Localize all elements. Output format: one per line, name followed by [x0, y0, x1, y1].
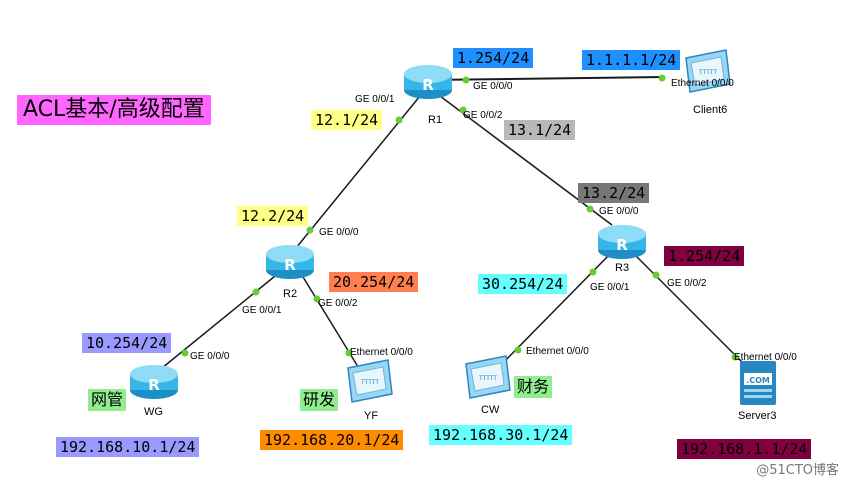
ip-label-yf-net: 192.168.20.1/24	[260, 430, 404, 450]
port-label-r2-ge001: GE 0/0/1	[242, 305, 282, 316]
device-name-r3: R3	[615, 262, 630, 274]
device-name-cw: CW	[481, 404, 500, 416]
ip-label-r1-ge000: 1.254/24	[453, 48, 534, 68]
port-label-client6-eth: Ethernet 0/0/0	[671, 78, 734, 89]
router-icon[interactable]	[130, 365, 178, 399]
device-name-server3: Server3	[738, 410, 777, 422]
port-label-cw-eth: Ethernet 0/0/0	[526, 346, 589, 357]
port-label-r1-ge002: GE 0/0/2	[463, 110, 503, 121]
diagram-title: ACL基本/高级配置	[17, 95, 211, 125]
port-label-yf-eth: Ethernet 0/0/0	[350, 347, 413, 358]
port-dot	[459, 106, 467, 114]
port-dot	[181, 349, 189, 357]
port-label-r3-ge002: GE 0/0/2	[667, 278, 707, 289]
port-dot	[652, 271, 660, 279]
port-label-r3-ge000: GE 0/0/0	[599, 206, 639, 217]
ip-label-wg-net: 192.168.10.1/24	[56, 437, 200, 457]
link-r1-r3	[439, 95, 613, 226]
port-label-wg-ge000: GE 0/0/0	[190, 351, 230, 362]
port-dot	[731, 353, 739, 361]
port-dot	[586, 205, 594, 213]
ip-label-r3-ge002: 1.254/24	[664, 246, 745, 266]
dept-label-yf: 研发	[300, 389, 339, 411]
ip-label-r2-ge002: 20.254/24	[329, 272, 419, 292]
device-name-yf: YF	[364, 410, 379, 422]
watermark: @51CTO博客	[756, 463, 839, 478]
port-dot	[306, 226, 314, 234]
port-dot	[345, 349, 353, 357]
device-name-client6: Client6	[693, 104, 728, 116]
link-r3-server3	[631, 251, 753, 373]
port-dot	[252, 288, 260, 296]
port-label-r3-ge001: GE 0/0/1	[590, 282, 630, 293]
port-label-r1-ge000: GE 0/0/0	[473, 81, 513, 92]
ip-label-server3-net: 192.168.1.1/24	[677, 439, 812, 459]
ip-label-r2-ge000: 12.2/24	[237, 206, 309, 226]
port-dot	[462, 76, 470, 84]
ip-label-r1-ge001: 12.1/24	[311, 110, 383, 130]
ip-label-cw-net: 192.168.30.1/24	[429, 425, 573, 445]
ip-label-r3-ge000: 13.2/24	[578, 183, 650, 203]
device-name-wg: WG	[144, 406, 163, 418]
ip-label-r1-ge002: 13.1/24	[504, 120, 576, 140]
port-dot	[589, 268, 597, 276]
port-label-r1-ge001: GE 0/0/1	[355, 94, 395, 105]
ip-label-r3-ge001: 30.254/24	[478, 274, 568, 294]
device-name-r2: R2	[283, 288, 298, 300]
server-icon[interactable]	[740, 361, 776, 405]
device-name-r1: R1	[428, 114, 443, 126]
router-icon[interactable]	[598, 225, 646, 259]
pc-icon[interactable]	[465, 355, 511, 399]
port-dot	[658, 74, 666, 82]
port-label-server3-eth: Ethernet 0/0/0	[734, 352, 797, 363]
port-dot	[395, 116, 403, 124]
dept-label-cw: 财务	[514, 376, 553, 398]
port-dot	[313, 295, 321, 303]
port-label-r2-ge000: GE 0/0/0	[319, 227, 359, 238]
ip-label-client6: 1.1.1.1/24	[582, 50, 681, 70]
port-dot	[514, 346, 522, 354]
port-label-r2-ge002: GE 0/0/2	[318, 298, 358, 309]
router-icon[interactable]	[266, 245, 314, 279]
ip-label-wg-ge000: 10.254/24	[82, 333, 172, 353]
pc-icon[interactable]	[347, 359, 393, 403]
dept-label-wg: 网管	[88, 389, 127, 411]
router-icon[interactable]	[404, 65, 452, 99]
